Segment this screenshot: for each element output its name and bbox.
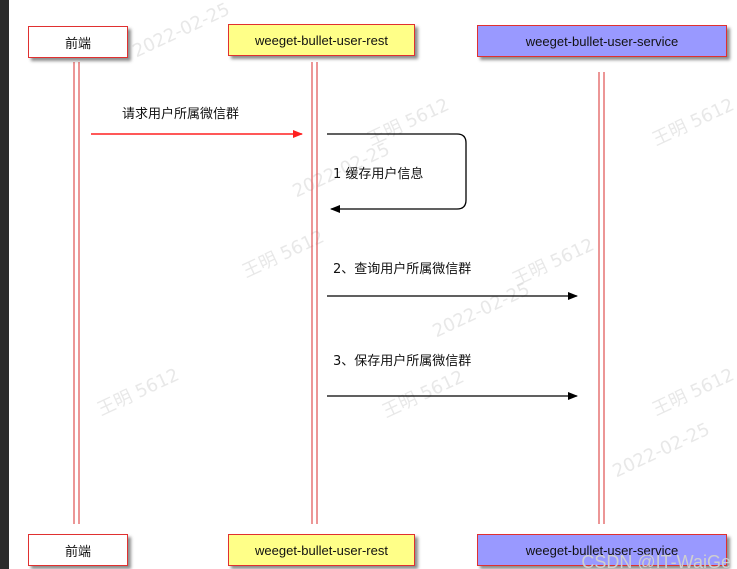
participant-service-top: weeget-bullet-user-service	[477, 25, 727, 57]
participant-frontend-label: 前端	[64, 543, 91, 559]
self-call-arrow	[327, 133, 467, 213]
step2-label: 2、查询用户所属微信群	[333, 262, 472, 277]
diagram-lines	[73, 62, 605, 524]
participant-frontend-bottom: 前端	[28, 534, 128, 566]
participant-service-bottom: weeget-bullet-user-service	[477, 534, 727, 566]
participant-service-label: weeget-bullet-user-service	[525, 542, 679, 558]
lifeline-service	[598, 72, 605, 524]
sequence-diagram-canvas: 王明 5612 王明 5612 王明 5612 王明 5612 王明 5612 …	[9, 0, 737, 569]
participant-frontend-label: 前端	[64, 35, 91, 51]
footer-watermark: CSDN @IT-WaiGe	[581, 552, 731, 569]
step1-label: 1 缓存用户信息	[333, 167, 424, 182]
participant-rest-bottom: weeget-bullet-user-rest	[228, 534, 415, 566]
step3-label: 3、保存用户所属微信群	[333, 354, 472, 369]
participant-rest-label: weeget-bullet-user-rest	[255, 32, 388, 48]
lifeline-rest	[311, 62, 318, 524]
participant-frontend-top: 前端	[28, 26, 128, 58]
lifeline-frontend	[73, 62, 80, 524]
participant-rest-top: weeget-bullet-user-rest	[228, 24, 415, 56]
participant-service-label: weeget-bullet-user-service	[525, 33, 679, 49]
request-label: 请求用户所属微信群	[122, 107, 240, 122]
participant-rest-label: weeget-bullet-user-rest	[255, 542, 388, 558]
